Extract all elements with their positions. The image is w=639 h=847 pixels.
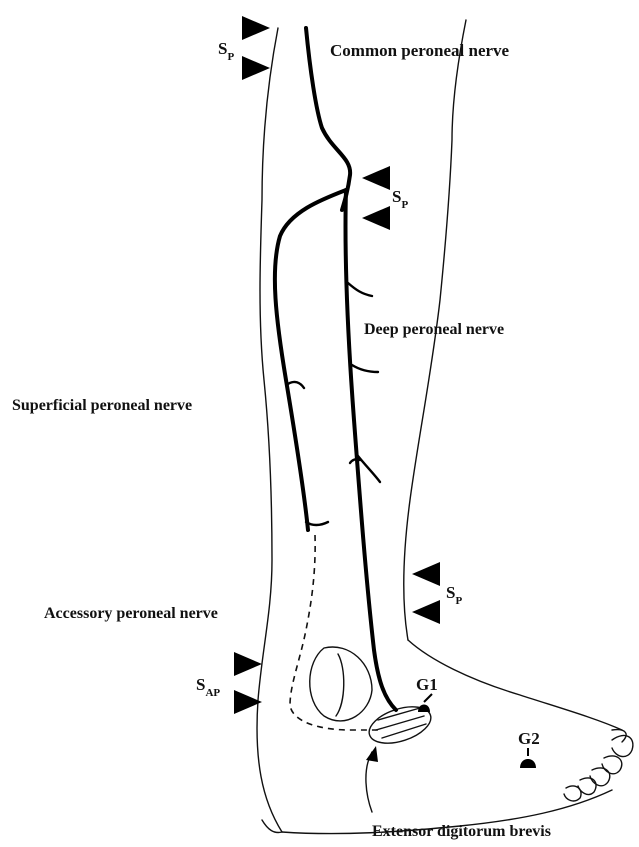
stim-site-4: SAP [196,652,262,714]
toe-big [612,735,633,756]
lateral-malleolus [310,647,372,721]
label-extensor-digitorum-brevis: Extensor digitorum brevis [372,823,551,840]
extensor-pointer-arrowhead-icon [366,746,378,762]
label-accessory-peroneal-nerve: Accessory peroneal nerve [44,605,218,622]
deep-branch-3 [358,456,380,482]
electrode-g1-label: G1 [416,675,438,694]
stim-site-label: SP [392,187,408,211]
toe-2 [602,756,622,774]
toe-3 [590,768,610,786]
label-superficial-peroneal-nerve: Superficial peroneal nerve [12,397,192,414]
toe-5 [564,786,581,801]
electrode-g1: G1 [416,675,438,712]
leg-outline [257,20,622,834]
stim-arrow-icon [242,16,270,40]
nerves [275,28,396,730]
ankle-crease [336,654,344,716]
stim-site-label: SP [446,583,462,607]
label-common-peroneal-nerve: Common peroneal nerve [330,41,510,60]
stim-arrow-icon [362,206,390,230]
stim-arrow-icon [234,652,262,676]
stim-arrow-icon [412,562,440,586]
stim-site-1: SP [218,16,270,80]
stim-arrow-icon [362,166,390,190]
stim-arrow-icon [242,56,270,80]
extensor-pointer-arrow [366,752,372,812]
deep-peroneal-nerve-path [345,190,396,710]
superficial-branch-1 [288,382,304,388]
superficial-peroneal-nerve-path [275,190,346,530]
superficial-branch-2 [306,522,328,525]
deep-branch-2 [352,365,378,372]
label-deep-peroneal-nerve: Deep peroneal nerve [364,321,504,338]
deep-branch-1 [348,283,372,296]
electrode-g2-label: G2 [518,729,540,748]
foot-top-outline [408,640,622,730]
stim-site-3: SP [412,562,462,624]
stim-site-2: SP [362,166,408,230]
stim-site-label: SAP [196,675,220,699]
leg-back-outline [257,28,282,832]
electrode-g2: G2 [518,729,540,768]
stim-site-label: SP [218,39,234,63]
stim-arrow-icon [412,600,440,624]
toes [564,730,633,801]
